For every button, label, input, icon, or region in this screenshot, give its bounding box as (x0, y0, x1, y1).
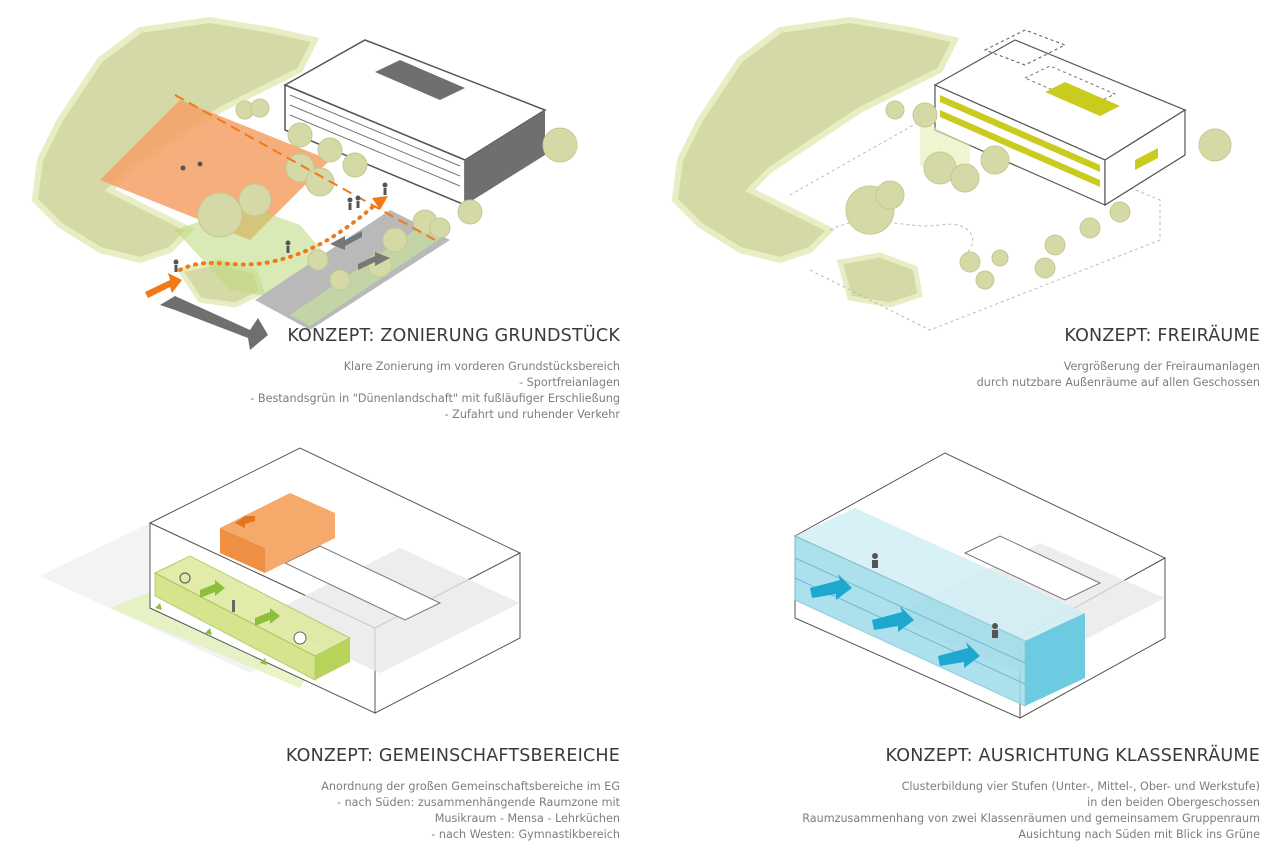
caption-line: Raumzusammenhang von zwei Klassenräumen … (802, 811, 1260, 827)
caption-community-areas: KONZEPT: GEMEINSCHAFTSBEREICHE Anordnung… (286, 746, 620, 843)
caption-title: KONZEPT: FREIRÄUME (977, 326, 1260, 346)
caption-line: durch nutzbare Außenräume auf allen Gesc… (977, 375, 1260, 391)
caption-line: Anordnung der großen Gemeinschaftsbereic… (286, 779, 620, 795)
caption-line: Musikraum - Mensa - Lehrküchen (286, 811, 620, 827)
panel-classroom-orientation: KONZEPT: AUSRICHTUNG KLASSENRÄUME Cluste… (640, 428, 1280, 856)
path-outline (830, 221, 973, 260)
caption-line: - nach Süden: zusammenhängende Raumzone … (286, 795, 620, 811)
caption-line: - nach Westen: Gymnastikbereich (286, 827, 620, 843)
panel-community-areas: KONZEPT: GEMEINSCHAFTSBEREICHE Anordnung… (0, 428, 640, 856)
caption-open-spaces: KONZEPT: FREIRÄUME Vergrößerung der Frei… (977, 326, 1260, 391)
caption-title: KONZEPT: GEMEINSCHAFTSBEREICHE (286, 746, 620, 766)
caption-line: - Zufahrt und ruhender Verkehr (250, 407, 620, 423)
caption-line: - Sportfreianlagen (250, 375, 620, 391)
caption-line: in den beiden Obergeschossen (802, 795, 1260, 811)
caption-title: KONZEPT: ZONIERUNG GRUNDSTÜCK (250, 326, 620, 346)
caption-zoning: KONZEPT: ZONIERUNG GRUNDSTÜCK Klare Zoni… (250, 326, 620, 423)
arrow-icon (372, 196, 388, 210)
caption-line: Ausichtung nach Süden mit Blick ins Grün… (802, 827, 1260, 843)
caption-title: KONZEPT: AUSRICHTUNG KLASSENRÄUME (802, 746, 1260, 766)
entry-arrow-icon (145, 273, 182, 298)
caption-line: Vergrößerung der Freiraumanlagen (977, 359, 1260, 375)
cutlery-icon (232, 600, 235, 612)
vegetation-area (840, 255, 920, 305)
caption-line: Clusterbildung vier Stufen (Unter-, Mitt… (802, 779, 1260, 795)
caption-line: - Bestandsgrün in "Dünenlandschaft" mit … (250, 391, 620, 407)
caption-classroom-orientation: KONZEPT: AUSRICHTUNG KLASSENRÄUME Cluste… (802, 746, 1260, 843)
panel-zoning: KONZEPT: ZONIERUNG GRUNDSTÜCK Klare Zoni… (0, 0, 640, 428)
caption-line: Klare Zonierung im vorderen Grundstücksb… (250, 359, 620, 375)
vegetation-area (675, 20, 955, 260)
panel-open-spaces: KONZEPT: FREIRÄUME Vergrößerung der Frei… (640, 0, 1280, 428)
kitchen-icon (294, 632, 306, 644)
